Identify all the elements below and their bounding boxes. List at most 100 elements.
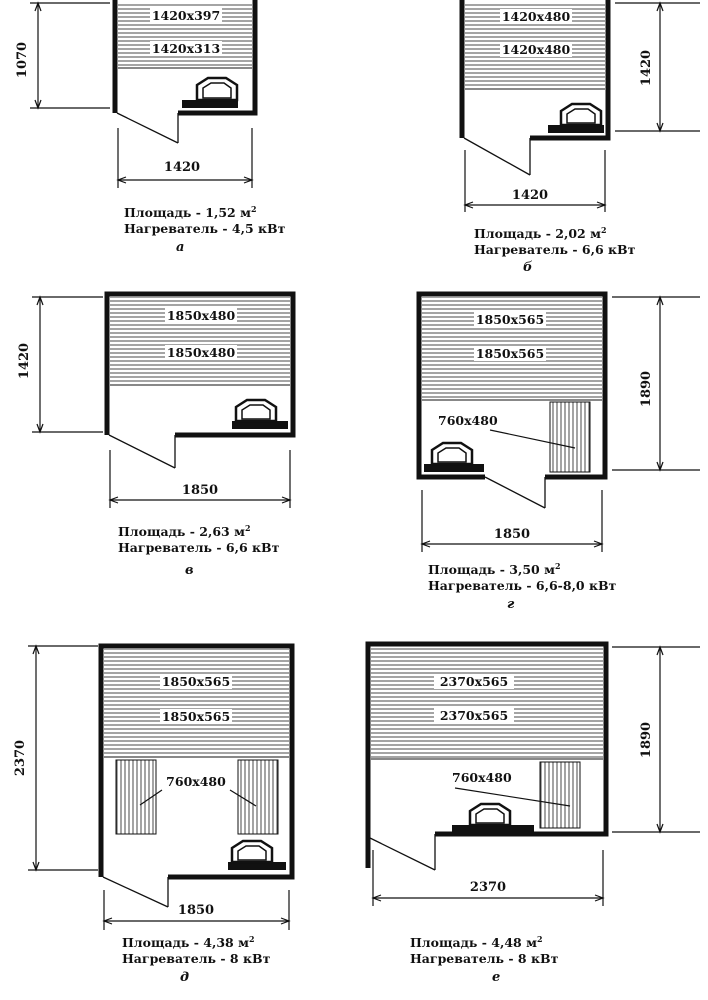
door-leaf — [102, 876, 169, 908]
side-bench-label: 760x480 — [452, 770, 512, 785]
plan-e-letter: е — [492, 970, 501, 985]
plan-a-caption: Площадь - 1,52 м2 Нагреватель - 4,5 кВт — [124, 201, 285, 237]
plan-d-caption: Площадь - 4,38 м2 Нагреватель - 8 кВт — [122, 931, 270, 967]
wall-outline — [112, 0, 258, 116]
bench-label: 1850x565 — [476, 312, 544, 327]
wall-outline — [98, 643, 295, 880]
area-label: Площадь - 4,38 м — [122, 935, 249, 950]
area-line: Площадь - 2,63 м2 — [118, 520, 279, 540]
side-bench-leader — [454, 787, 571, 807]
area-label: Площадь - 2,63 м — [118, 524, 245, 539]
depth-label: 1420 — [17, 343, 32, 379]
side-bench-slats-left — [116, 760, 156, 834]
side-bench-label: 760x480 — [166, 774, 226, 789]
bench-label-bg — [150, 41, 222, 56]
plan-v: 1850x480 1850x480 1420 1850 — [17, 291, 296, 508]
bench-label-bg — [150, 8, 222, 23]
wall-outline — [365, 641, 609, 868]
plan-d: 1850x565 1850x565 760x480 2370 1850 — [13, 643, 295, 930]
side-bench-leader — [489, 429, 576, 449]
area-unit-exponent: 2 — [244, 523, 251, 533]
depth-dimension — [32, 295, 103, 434]
wall-outline — [416, 291, 608, 480]
width-label: 1850 — [494, 527, 530, 542]
depth-dimension — [612, 295, 700, 472]
side-bench-slats — [540, 762, 580, 828]
heater-icon — [182, 76, 239, 108]
bench-label: 1850x565 — [476, 346, 544, 361]
width-dimension — [463, 150, 607, 212]
plan-d-letter: д — [180, 970, 190, 985]
width-label: 1420 — [512, 188, 548, 203]
bench-label: 1420x480 — [502, 9, 571, 24]
area-label: Площадь - 3,50 м — [428, 562, 555, 577]
area-unit-exponent: 2 — [600, 225, 607, 235]
bench-label: 2370x565 — [440, 674, 508, 689]
door-leaf — [463, 137, 531, 176]
bench-label-bg — [160, 674, 232, 689]
heater-label: Нагреватель - 8 кВт — [410, 951, 559, 966]
bench-label-bg — [160, 709, 232, 724]
width-label: 1420 — [164, 160, 200, 175]
depth-dimension — [30, 1, 110, 110]
heater-label: Нагреватель - 6,6 кВт — [474, 242, 636, 257]
plan-a-letter: а — [176, 240, 185, 255]
bench-label: 1850x565 — [162, 709, 230, 724]
door-leaf — [108, 434, 176, 469]
area-line: Площадь - 4,48 м2 — [410, 931, 558, 951]
bench-label: 1850x480 — [167, 345, 236, 360]
width-dimension — [420, 490, 604, 552]
bench-label: 1420x313 — [152, 41, 220, 56]
heater-icon — [452, 802, 534, 833]
area-label: Площадь - 4,48 м — [410, 935, 537, 950]
heater-label: Нагреватель - 6,6 кВт — [118, 540, 280, 555]
bench-label-bg — [474, 346, 546, 361]
depth-label: 1420 — [639, 50, 654, 86]
plan-g-caption: Площадь - 3,50 м2 Нагреватель - 6,6-8,0 … — [428, 558, 616, 594]
plan-e: 2370x565 2370x565 760x480 1890 2370 — [365, 641, 700, 906]
width-dimension — [116, 128, 254, 188]
depth-label: 2370 — [13, 740, 28, 776]
width-dimension — [371, 850, 605, 906]
side-bench-outline-left — [115, 759, 157, 835]
heater-label: Нагреватель - 6,6-8,0 кВт — [428, 578, 617, 593]
area-line: Площадь - 2,02 м2 — [474, 222, 635, 242]
area-unit-exponent: 2 — [536, 934, 543, 944]
bench-label: 2370x565 — [440, 708, 508, 723]
heater-icon — [228, 839, 286, 870]
depth-label: 1890 — [639, 371, 654, 407]
depth-label: 1070 — [15, 42, 30, 78]
depth-dimension — [612, 645, 700, 834]
side-bench-leader — [139, 789, 257, 807]
bench-label-bg — [500, 42, 572, 57]
plan-b-letter: б — [523, 260, 533, 275]
depth-dimension — [28, 644, 98, 872]
area-unit-exponent: 2 — [248, 934, 255, 944]
depth-dimension — [615, 1, 700, 133]
area-unit-exponent: 2 — [250, 204, 257, 214]
depth-label: 1890 — [639, 722, 654, 758]
area-label: Площадь - 2,02 м — [474, 226, 601, 241]
side-bench-label: 760x480 — [438, 413, 498, 428]
bench-label: 1850x480 — [167, 308, 236, 323]
heater-label: Нагреватель - 8 кВт — [122, 951, 271, 966]
wall-outline — [459, 0, 611, 141]
plan-a: 1420x397 1420x313 1070 1420 — [15, 0, 258, 188]
bench-label-bg — [165, 345, 237, 360]
area-label: Площадь - 1,52 м — [124, 205, 251, 220]
width-label: 1850 — [182, 483, 218, 498]
side-bench-slats — [550, 402, 590, 472]
area-unit-exponent: 2 — [554, 561, 561, 571]
bench-label-bg — [165, 308, 237, 323]
plan-g: 1850x565 1850x565 760x480 1890 1850 — [416, 291, 700, 552]
area-line: Площадь - 1,52 м2 — [124, 201, 285, 221]
door-leaf — [484, 476, 546, 509]
bench-label-bg — [434, 674, 514, 689]
door-leaf — [116, 112, 179, 144]
width-label: 1850 — [178, 903, 214, 918]
side-bench-outline — [539, 761, 581, 829]
side-bench-slats-right — [238, 760, 278, 834]
heater-label: Нагреватель - 4,5 кВт — [124, 221, 286, 236]
plan-b: 1420x480 1420x480 1420 1420 — [459, 0, 700, 212]
